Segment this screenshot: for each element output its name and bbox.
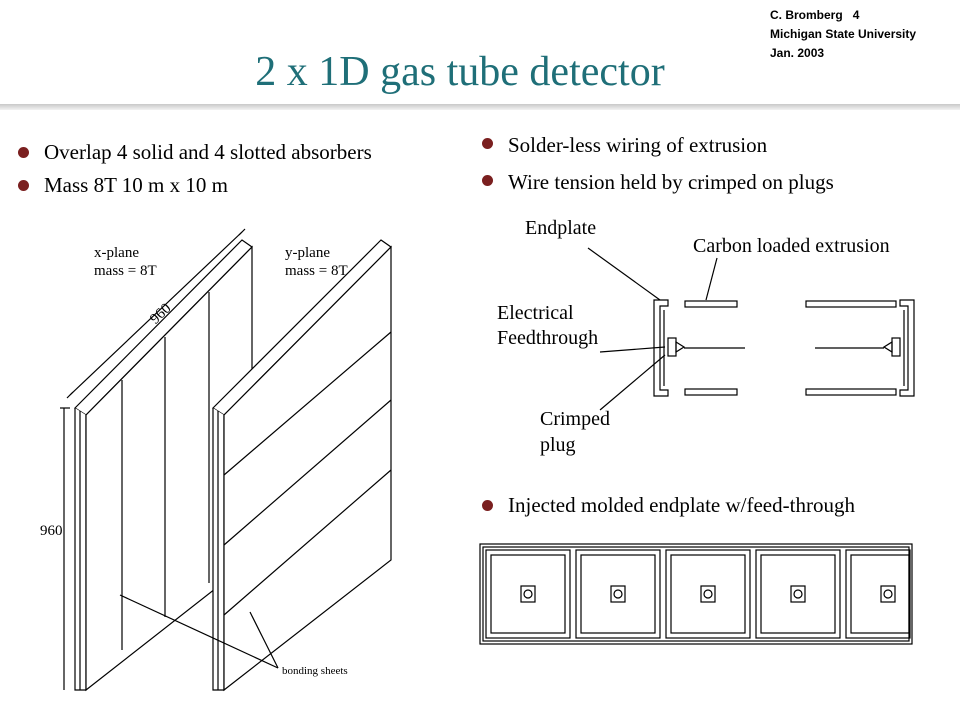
feedthrough-label-1: Electrical [497, 302, 574, 324]
bullet-text: Wire tension held by crimped on plugs [508, 170, 834, 194]
bullet-dot-icon [18, 180, 29, 191]
left-bullet-list: Overlap 4 solid and 4 slotted absorbers … [10, 136, 372, 202]
page-number: 4 [852, 8, 860, 22]
bullet-dot-icon [482, 175, 493, 186]
header-info: C. Bromberg 4 Michigan State University J… [770, 6, 916, 63]
bottom-bullet-list: Injected molded endplate w/feed-through [474, 489, 855, 522]
bullet-dot-icon [482, 138, 493, 149]
right-bullet-list: Solder-less wiring of extrusion Wire ten… [474, 127, 834, 201]
bullet-item: Overlap 4 solid and 4 slotted absorbers [10, 136, 372, 169]
bullet-text: Solder-less wiring of extrusion [508, 133, 768, 157]
bullet-text: Mass 8T 10 m x 10 m [44, 173, 228, 197]
plug-label-2: plug [540, 434, 576, 456]
y-plane-label: y-plane [285, 245, 330, 261]
x-plane-label: x-plane [94, 245, 139, 261]
y-plane-mass: mass = 8T [285, 263, 348, 279]
bullet-text: Overlap 4 solid and 4 slotted absorbers [44, 140, 372, 164]
bullet-item: Injected molded endplate w/feed-through [474, 489, 855, 522]
date: Jan. 2003 [770, 46, 825, 60]
bullet-dot-icon [482, 500, 493, 511]
bullet-dot-icon [18, 147, 29, 158]
bullet-item: Wire tension held by crimped on plugs [474, 164, 834, 201]
title-divider [0, 104, 960, 110]
bullet-item: Mass 8T 10 m x 10 m [10, 169, 372, 202]
page-title: 2 x 1D gas tube detector [255, 49, 665, 95]
institution: Michigan State University [770, 27, 917, 41]
author: C. Bromberg [770, 8, 843, 22]
height-dimension: 960 [40, 523, 63, 539]
x-plane-mass: mass = 8T [94, 263, 157, 279]
feedthrough-label-2: Feedthrough [497, 327, 598, 349]
extrusion-label: Carbon loaded extrusion [693, 235, 890, 257]
bullet-text: Injected molded endplate w/feed-through [508, 493, 855, 517]
endplate-label: Endplate [525, 217, 596, 239]
bonding-sheets-label: bonding sheets [282, 665, 348, 677]
plug-label-1: Crimped [540, 408, 610, 430]
bullet-item: Solder-less wiring of extrusion [474, 127, 834, 164]
